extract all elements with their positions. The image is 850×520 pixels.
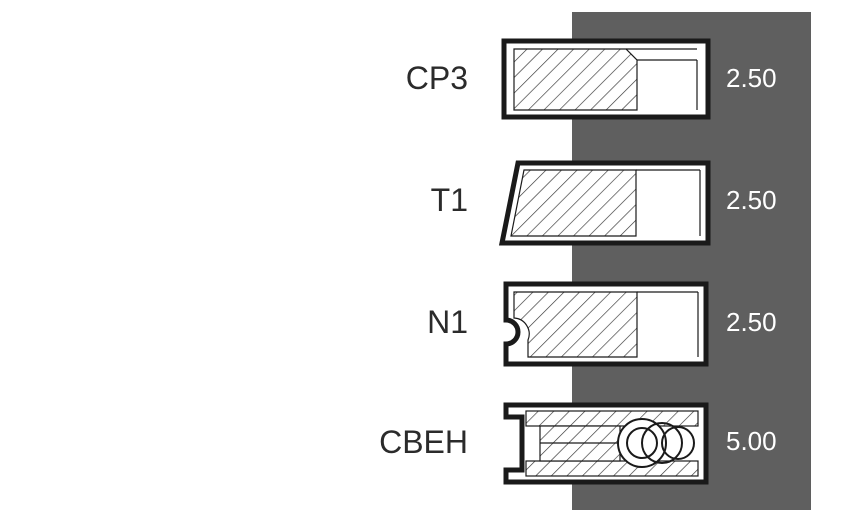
ring-cp3-profile [501,38,711,120]
ring-label: N1 [427,304,468,340]
ring-label: CP3 [405,60,468,96]
ring-width-value: 2.50 [726,63,777,93]
ring-width-value: 2.50 [726,185,777,215]
ring-width-value: 5.00 [726,426,777,456]
ring-label: T1 [430,182,468,218]
ring-t1-profile [498,160,711,246]
ring-width-value: 2.50 [726,307,777,337]
ring-label: CBEH [379,424,468,460]
ring-n1-profile [503,281,709,367]
ring-cbeh-profile [503,402,709,485]
